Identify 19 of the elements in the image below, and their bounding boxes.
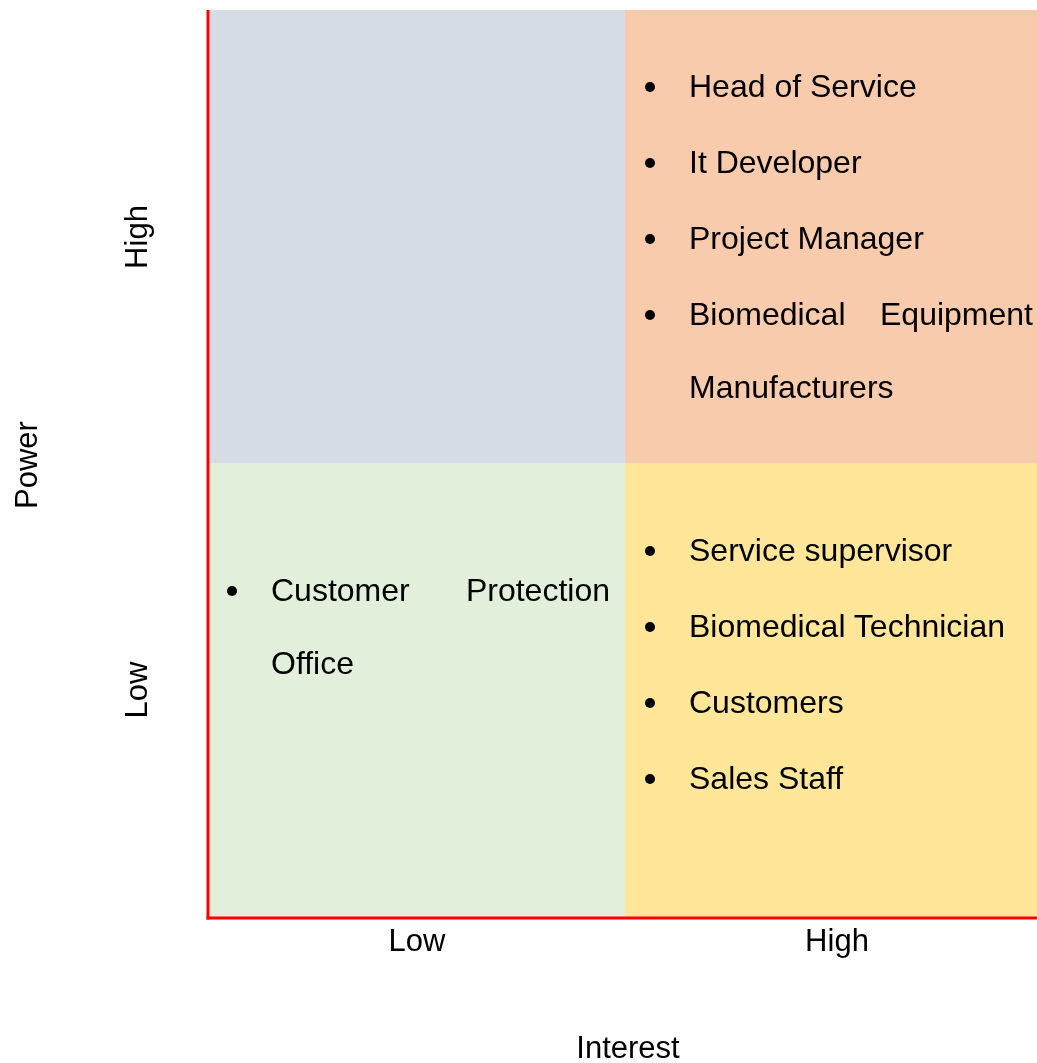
axis-title: Interest (576, 1030, 680, 1063)
list-item: Biomedical Equipment Manufacturers (689, 296, 1033, 405)
quadrant-panel (208, 10, 625, 463)
quadrant-panel (625, 463, 1037, 918)
list-item: Project Manager (689, 220, 924, 256)
list-item: Customer Protection Office (271, 572, 610, 681)
list-item: Customers (689, 684, 844, 720)
axis-tick-label: High (805, 923, 869, 959)
axis-title: Power (9, 421, 45, 509)
quadrant-panel (208, 463, 625, 918)
axis-tick-label: Low (119, 661, 155, 719)
list-item: Biomedical Technician (689, 608, 1006, 644)
axis-tick-label: High (119, 205, 155, 269)
list-item: Sales Staff (689, 760, 844, 796)
axis-tick-label: Low (388, 923, 446, 959)
list-item: Service supervisor (689, 532, 953, 568)
quadrant-panel (625, 10, 1037, 463)
list-item: It Developer (689, 144, 862, 180)
list-item: Head of Service (689, 68, 917, 104)
